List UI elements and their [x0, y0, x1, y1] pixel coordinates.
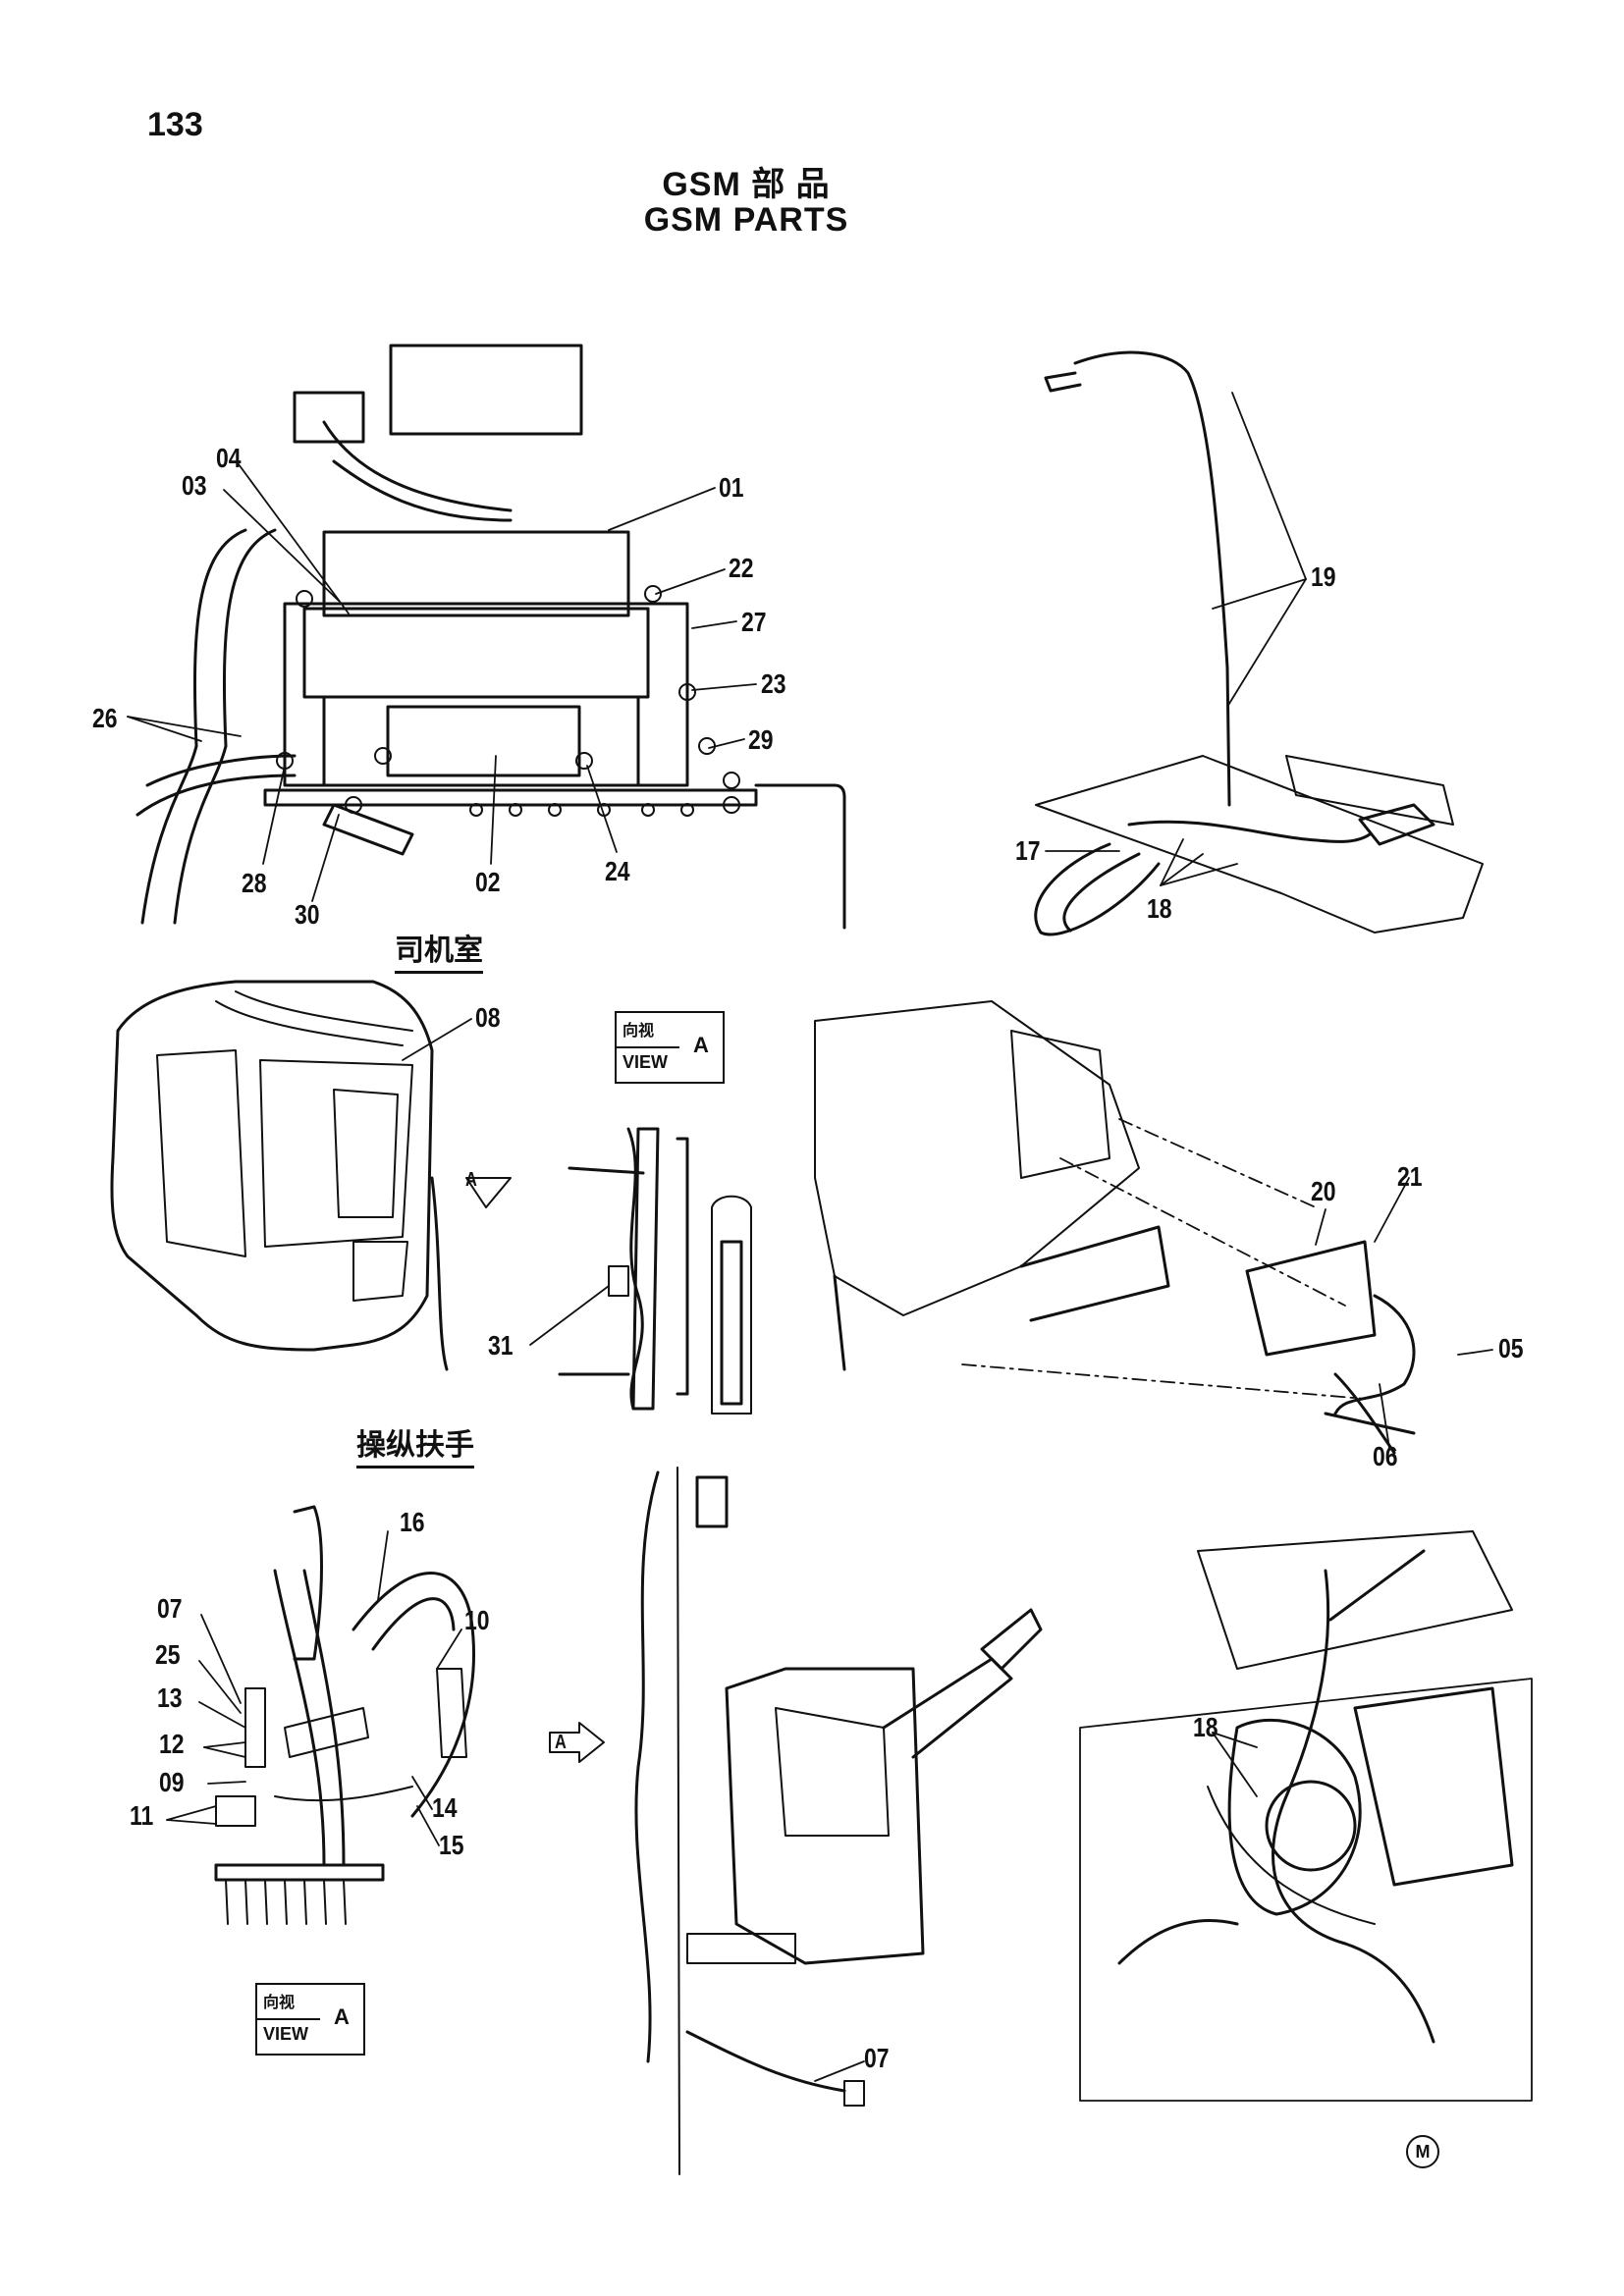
- callout-07-joystick: 07: [157, 1593, 183, 1624]
- callout-29: 29: [748, 724, 774, 755]
- callout-17: 17: [1015, 835, 1041, 866]
- callout-13: 13: [157, 1682, 183, 1713]
- cab-drawing: [110, 980, 512, 1371]
- view-arrow-label-cab: A: [465, 1169, 477, 1191]
- callout-18-top: 18: [1147, 893, 1172, 924]
- view-box-cn: 向视: [263, 1993, 296, 2011]
- handrail-drawing: [529, 1127, 752, 1415]
- callout-15: 15: [439, 1830, 464, 1860]
- callout-27: 27: [741, 607, 767, 637]
- view-box-letter: A: [334, 2004, 350, 2029]
- antenna-harness-drawing: [1034, 350, 1484, 936]
- section-label-console: 操纵扶手: [356, 1420, 474, 1468]
- callout-11: 11: [130, 1800, 154, 1831]
- callout-08: 08: [475, 1002, 501, 1033]
- callout-24: 24: [605, 856, 630, 886]
- view-arrow-label-console: A: [555, 1732, 567, 1753]
- brand-mark: M: [1406, 2135, 1439, 2168]
- callout-18-frame: 18: [1193, 1712, 1218, 1742]
- console-side-drawing: [549, 1467, 1043, 2175]
- callout-21: 21: [1397, 1161, 1423, 1192]
- section-label-cab: 司机室: [395, 926, 483, 974]
- view-box-divider: [617, 1046, 679, 1048]
- callout-01: 01: [719, 472, 744, 503]
- frame-harness-drawing: [1079, 1530, 1533, 2102]
- callout-02: 02: [475, 867, 501, 897]
- callout-06: 06: [1373, 1441, 1398, 1471]
- title-english: GSM PARTS: [643, 201, 849, 239]
- callout-16: 16: [400, 1507, 425, 1537]
- callout-09: 09: [159, 1767, 185, 1797]
- view-a-box-lower: 向视 VIEW A: [255, 1983, 365, 2056]
- callout-19: 19: [1311, 561, 1336, 592]
- callout-14: 14: [432, 1792, 458, 1823]
- callout-26: 26: [92, 703, 118, 733]
- view-box-en: VIEW: [623, 1052, 669, 1072]
- callout-22: 22: [729, 553, 754, 583]
- callout-23: 23: [761, 668, 786, 699]
- view-box-letter: A: [693, 1033, 709, 1057]
- callout-20: 20: [1311, 1176, 1336, 1206]
- joystick-harness-drawing: [166, 1505, 475, 1925]
- callout-03: 03: [182, 470, 207, 501]
- callout-25: 25: [155, 1639, 181, 1670]
- page-number: 133: [147, 106, 203, 143]
- frame-mount-drawing: [814, 1000, 1493, 1455]
- view-a-box: 向视 VIEW A: [615, 1011, 725, 1084]
- callout-31: 31: [488, 1330, 514, 1361]
- callout-12: 12: [159, 1729, 185, 1759]
- callout-10: 10: [464, 1605, 490, 1635]
- callout-04: 04: [216, 443, 242, 473]
- callout-28: 28: [242, 868, 267, 898]
- view-box-divider: [257, 2018, 320, 2020]
- callout-30: 30: [295, 899, 320, 930]
- callout-05: 05: [1498, 1333, 1524, 1363]
- controller-unit-drawing: [127, 344, 846, 930]
- view-box-cn: 向视: [623, 1021, 655, 1040]
- title-chinese: GSM 部 品: [662, 166, 831, 203]
- callout-07-console: 07: [864, 2043, 890, 2073]
- view-box-en: VIEW: [263, 2024, 309, 2044]
